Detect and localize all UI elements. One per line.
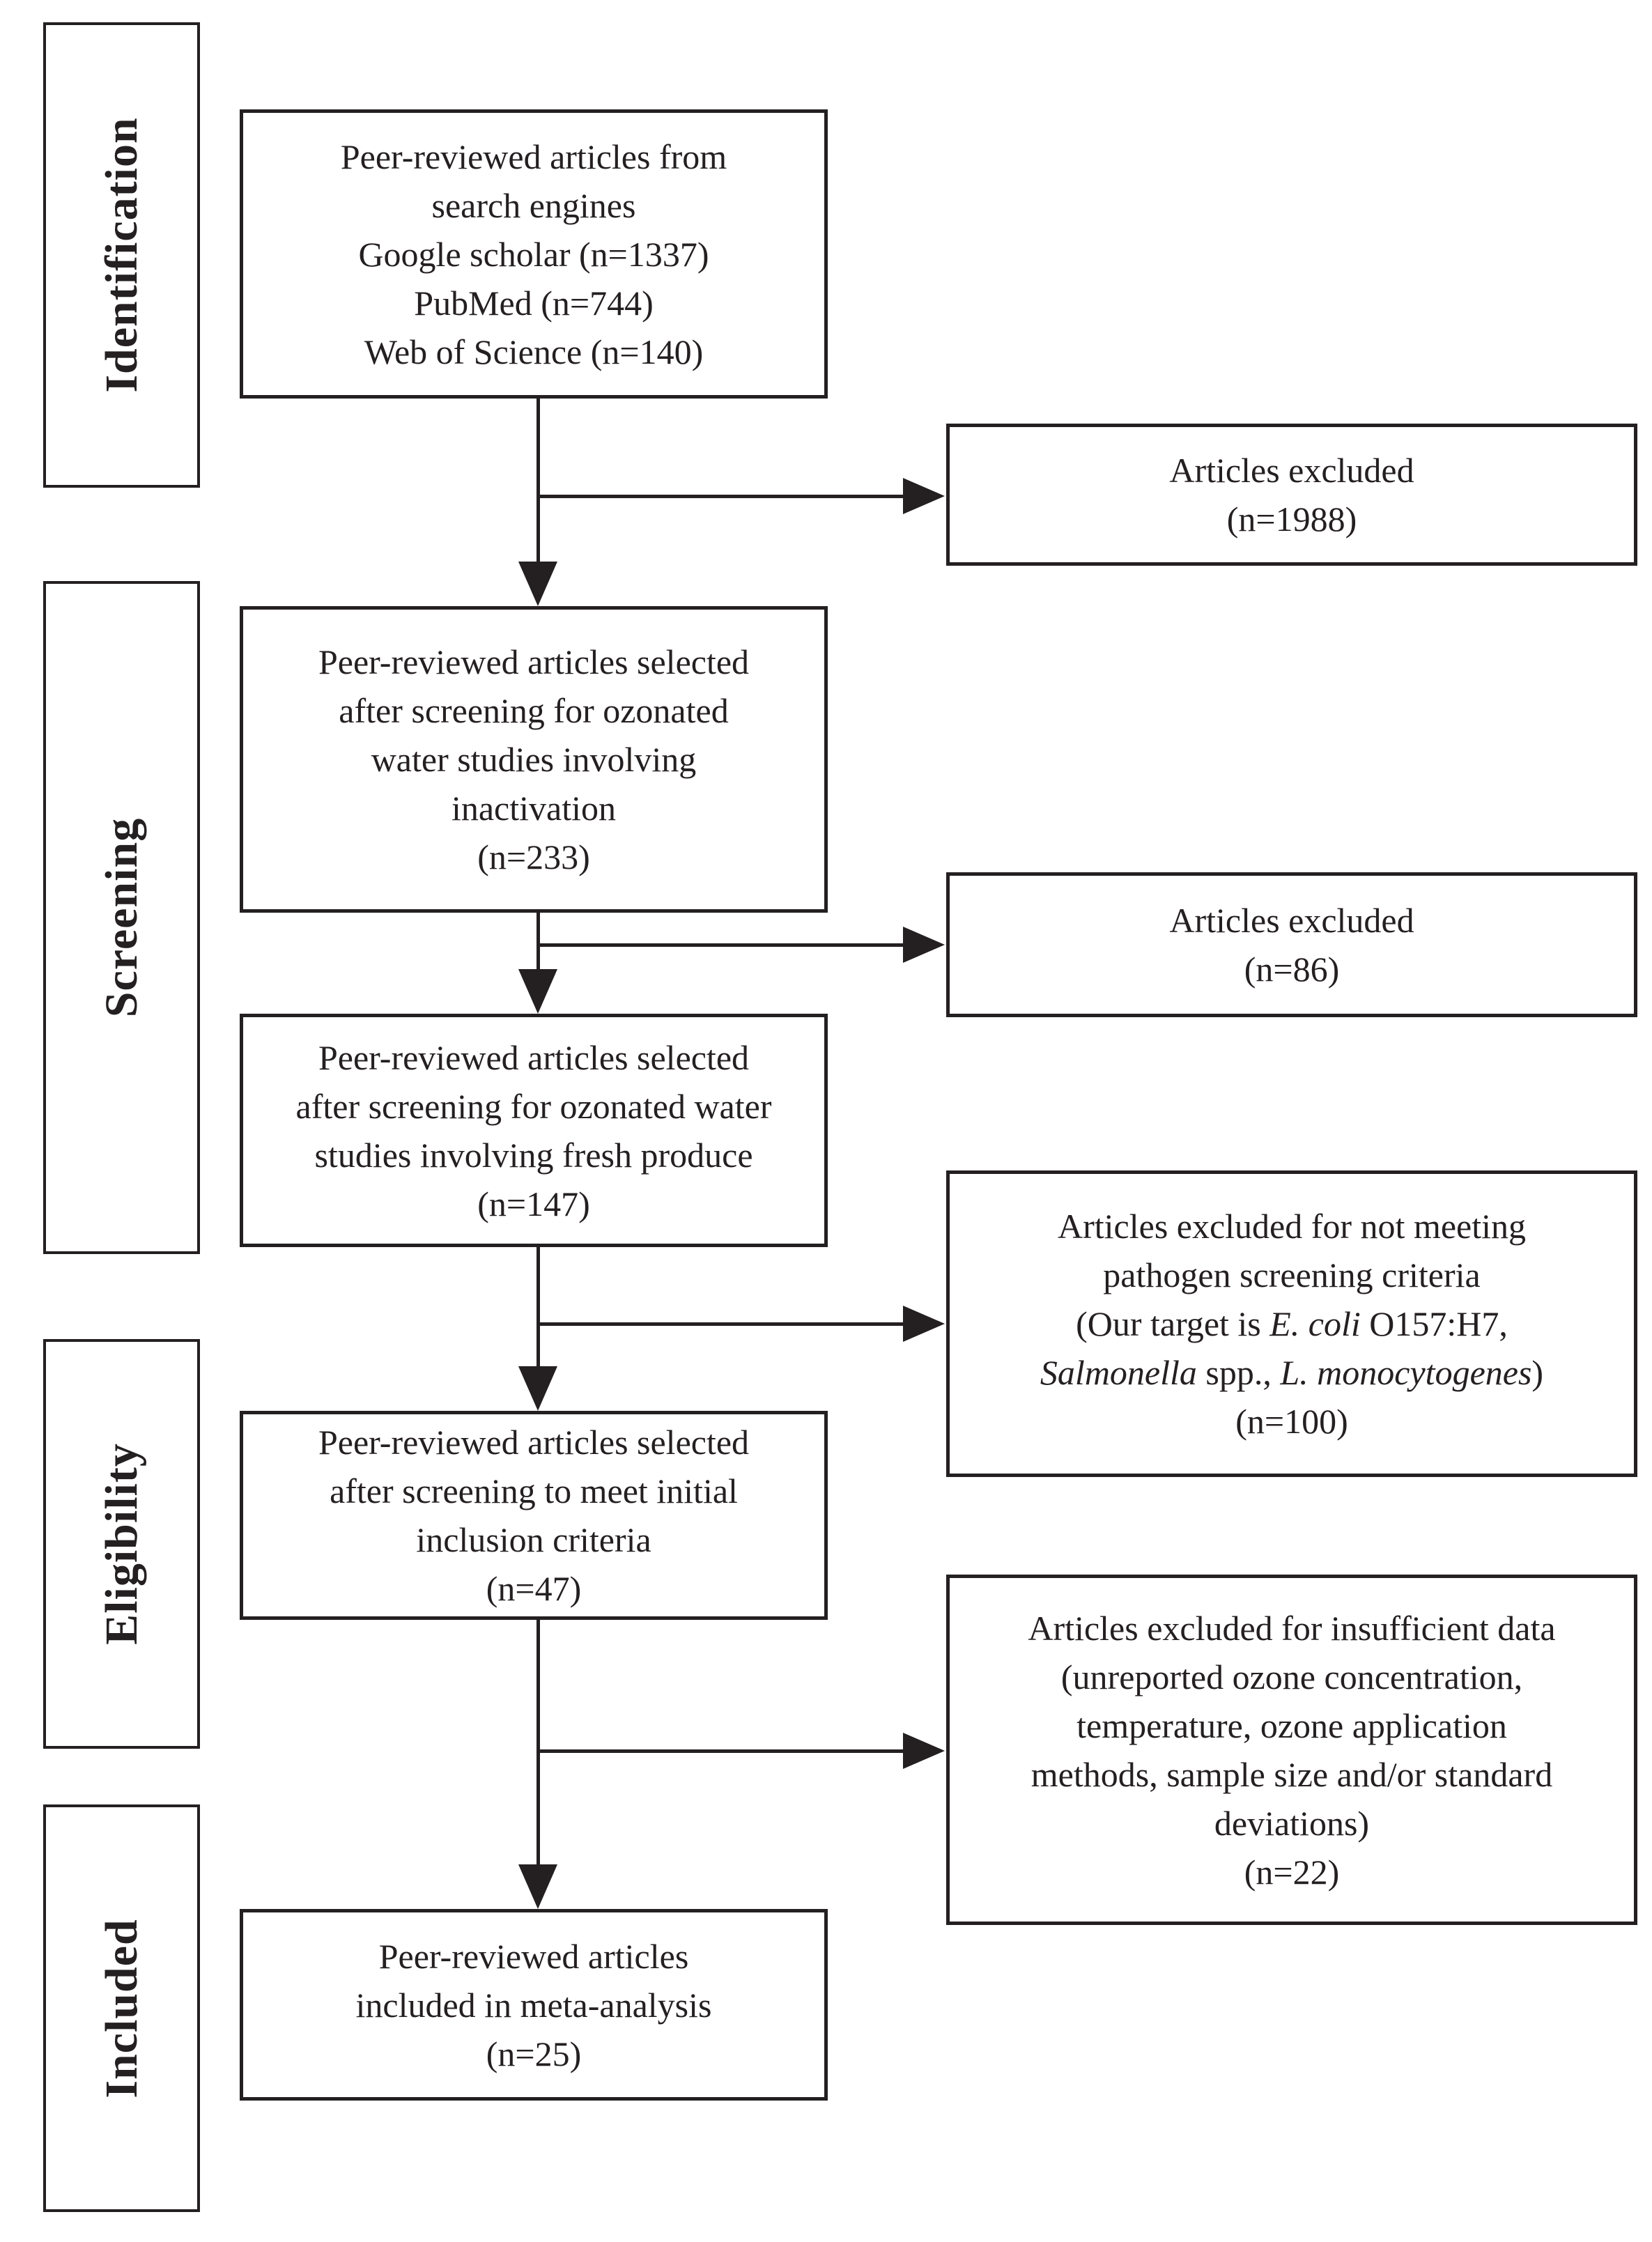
box-text-line: Articles excluded for insufficient data — [1028, 1608, 1556, 1648]
connector-branch-excluded-3 — [538, 1322, 904, 1326]
box-text-line: (Our target is E. coli O157:H7, — [1076, 1304, 1508, 1343]
box-text-line: (n=86) — [1244, 950, 1340, 989]
stage-label-identification-text: Identification — [95, 117, 147, 393]
box-text-line: after screening to meet initial — [330, 1471, 738, 1510]
arrowhead-down-box4 — [518, 1366, 557, 1411]
box-text-line: Peer-reviewed articles selected — [318, 1037, 750, 1077]
excluded-box-1: Articles excluded (n=1988) — [946, 424, 1637, 566]
box-text-line: (n=1988) — [1226, 500, 1357, 539]
arrowhead-down-box5 — [518, 1864, 557, 1909]
box-text-line: Peer-reviewed articles — [378, 1936, 689, 1976]
box-text-line: Peer-reviewed articles selected — [318, 642, 750, 681]
arrowhead-right-excluded-2 — [903, 927, 945, 963]
box-text-line: water studies involving — [371, 740, 697, 779]
box-text-line: Peer-reviewed articles selected — [318, 1423, 750, 1462]
box-text-line: (n=25) — [486, 2034, 582, 2073]
connector-branch-excluded-2 — [538, 943, 904, 947]
stage-label-included-text: Included — [95, 1918, 147, 2098]
box-text-line: search engines — [431, 185, 636, 225]
box-text-line: studies involving fresh produce — [314, 1135, 753, 1175]
box-text-line: pathogen screening criteria — [1103, 1255, 1481, 1294]
connector-box4-to-box5 — [536, 1620, 540, 1869]
box-text-line: (n=147) — [477, 1184, 590, 1223]
box-text-line: Salmonella spp., L. monocytogenes) — [1040, 1353, 1544, 1392]
box-text-line: Google scholar (n=1337) — [358, 234, 709, 274]
stage-label-screening-text: Screening — [95, 817, 147, 1018]
box-text-line: (n=100) — [1235, 1402, 1348, 1441]
connector-box1-to-box2 — [536, 399, 540, 566]
box-text-line: Articles excluded for not meeting — [1058, 1207, 1526, 1246]
box-text-line: (unreported ozone concentration, — [1060, 1657, 1523, 1696]
box-text-line: temperature, ozone application — [1076, 1706, 1507, 1745]
stage-label-screening: Screening — [43, 581, 200, 1254]
box-text-line: Articles excluded — [1169, 451, 1414, 490]
box-text-line: after screening for ozonated — [339, 691, 729, 730]
box-text-line: (n=233) — [477, 837, 590, 876]
arrowhead-right-excluded-3 — [903, 1306, 945, 1342]
box-text-line: inactivation — [451, 789, 617, 828]
excluded-box-insufficient-data: Articles excluded for insufficient data (… — [946, 1575, 1637, 1925]
box-text-line: methods, sample size and/or standard — [1030, 1754, 1553, 1794]
arrowhead-right-excluded-4 — [903, 1733, 945, 1769]
flow-box-records-identified: Peer-reviewed articles from search engine… — [240, 109, 828, 399]
stage-label-identification: Identification — [43, 22, 200, 488]
excluded-box-pathogen-criteria: Articles excluded for not meeting pathoge… — [946, 1170, 1637, 1477]
stage-label-included: Included — [43, 1804, 200, 2212]
box-text-line: included in meta-analysis — [355, 1985, 712, 2025]
arrowhead-down-box3 — [518, 969, 557, 1014]
excluded-box-2: Articles excluded (n=86) — [946, 872, 1637, 1017]
connector-branch-excluded-4 — [538, 1749, 904, 1753]
box-text-line: Peer-reviewed articles from — [340, 137, 727, 176]
box-text-line: PubMed (n=744) — [414, 283, 654, 323]
connector-box2-to-box3 — [536, 913, 540, 972]
connector-box3-to-box4 — [536, 1247, 540, 1369]
arrowhead-down-box2 — [518, 562, 557, 606]
box-text-line: (n=22) — [1244, 1852, 1340, 1892]
stage-label-eligibility-text: Eligibility — [95, 1443, 147, 1645]
box-text-line: inclusion criteria — [416, 1520, 651, 1559]
connector-branch-excluded-1 — [538, 495, 904, 498]
stage-label-eligibility: Eligibility — [43, 1339, 200, 1749]
flow-box-included-meta-analysis: Peer-reviewed articles included in meta-a… — [240, 1909, 828, 2101]
box-text-line: (n=47) — [486, 1569, 582, 1608]
flow-box-screened-inactivation: Peer-reviewed articles selected after scr… — [240, 606, 828, 913]
box-text-line: deviations) — [1214, 1803, 1370, 1843]
flow-box-screened-fresh-produce: Peer-reviewed articles selected after scr… — [240, 1014, 828, 1247]
box-text-line: Articles excluded — [1169, 901, 1414, 940]
arrowhead-right-excluded-1 — [903, 478, 945, 514]
flow-box-initial-inclusion-criteria: Peer-reviewed articles selected after scr… — [240, 1411, 828, 1620]
box-text-line: after screening for ozonated water — [295, 1086, 772, 1126]
box-text-line: Web of Science (n=140) — [364, 332, 704, 371]
